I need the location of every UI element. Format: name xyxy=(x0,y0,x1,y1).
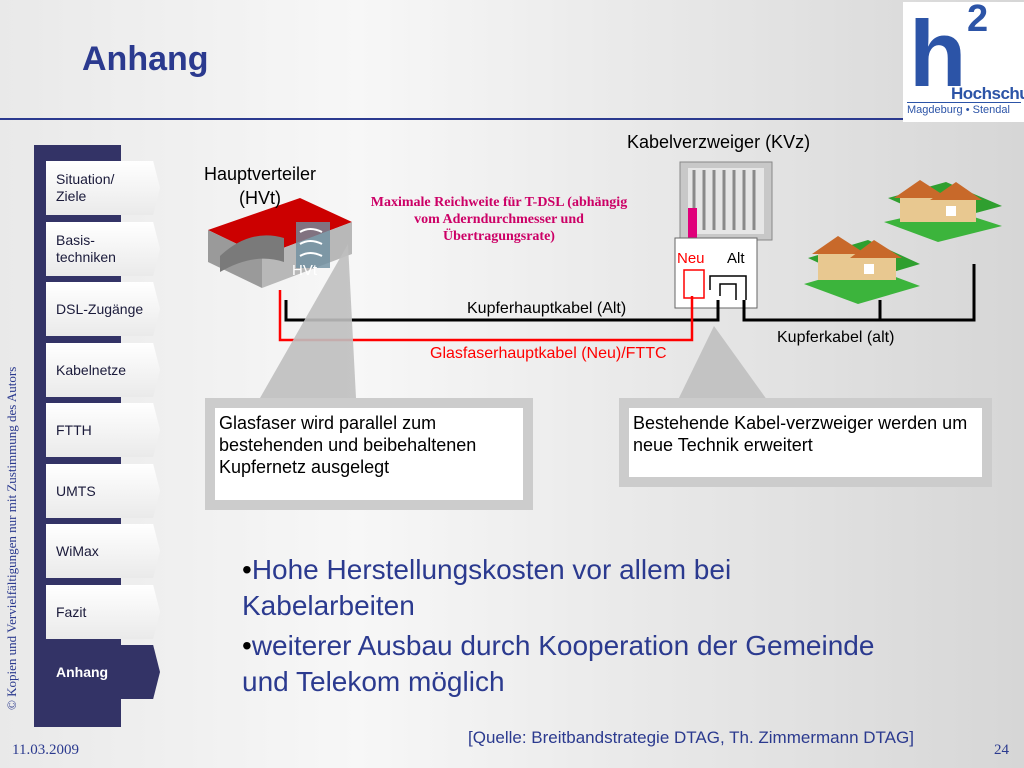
kvz-cabinet-icon xyxy=(674,161,773,309)
title-divider xyxy=(0,118,1024,120)
bullet-item: •Hohe Herstellungskosten vor allem bei K… xyxy=(242,552,892,624)
bullet-marker: • xyxy=(242,554,252,585)
bullet-item: •weiterer Ausbau durch Kooperation der G… xyxy=(242,628,892,700)
max-range-note: Maximale Reichweite für T-DSL (abhängig … xyxy=(370,195,628,244)
bullet-text: weiterer Ausbau durch Kooperation der Ge… xyxy=(242,630,875,697)
source-citation: [Quelle: Breitbandstrategie DTAG, Th. Zi… xyxy=(468,728,914,747)
hochschule-logo: h 2 Hochschule Magdeburg • Stendal xyxy=(903,0,1024,122)
logo-divider xyxy=(907,102,1021,103)
fiber-main-label: Glasfaserhauptkabel (Neu)/FTTC xyxy=(430,345,667,362)
nav-item-wimax[interactable]: WiMax xyxy=(46,524,160,578)
hvt-label-abbr: (HVt) xyxy=(239,188,281,208)
callout-fiber-parallel: Glasfaser wird parallel zum bestehenden … xyxy=(205,398,533,510)
kvz-label: Kabelverzweiger (KVz) xyxy=(627,132,811,152)
logo-superscript: 2 xyxy=(967,0,989,40)
bullet-marker: • xyxy=(242,630,252,661)
nav-item-fazit[interactable]: Fazit xyxy=(46,585,160,639)
page-number: 24 xyxy=(994,742,1009,758)
callout-kvz-extension: Bestehende Kabel-verzweiger werden um ne… xyxy=(619,398,992,487)
logo-name: Hochschule xyxy=(951,84,1024,103)
bullet-text: Hohe Herstellungskosten vor allem bei Ka… xyxy=(242,554,732,621)
hvt-building-text: HVt xyxy=(292,262,318,279)
copper-main-label: Kupferhauptkabel (Alt) xyxy=(467,300,627,317)
nav-item-kabelnetze[interactable]: Kabelnetze xyxy=(46,343,160,397)
nav-item-dsl-zugänge[interactable]: DSL-Zugänge xyxy=(46,282,160,336)
neu-label: Neu xyxy=(677,250,705,267)
page-title: Anhang xyxy=(82,40,209,78)
logo-location: Magdeburg • Stendal xyxy=(907,104,1010,116)
bullet-list: •Hohe Herstellungskosten vor allem bei K… xyxy=(242,552,892,704)
copper-cable-label: Kupferkabel (alt) xyxy=(777,329,895,346)
house-icon-2 xyxy=(884,180,1002,242)
nav-item-basis-techniken[interactable]: Basis-techniken xyxy=(46,222,160,276)
nav-item-ftth[interactable]: FTTH xyxy=(46,403,160,457)
logo-mark: h xyxy=(909,1,967,106)
alt-label: Alt xyxy=(727,250,745,267)
nav-item-situation-ziele[interactable]: Situation/ Ziele xyxy=(46,161,160,215)
footer-date: 11.03.2009 xyxy=(12,742,79,758)
house-icon-1 xyxy=(804,236,920,304)
hvt-building-icon xyxy=(208,198,352,288)
nav-item-umts[interactable]: UMTS xyxy=(46,464,160,518)
hvt-label-name: Hauptverteiler xyxy=(203,164,317,184)
nav-item-anhang[interactable]: Anhang xyxy=(46,645,160,699)
